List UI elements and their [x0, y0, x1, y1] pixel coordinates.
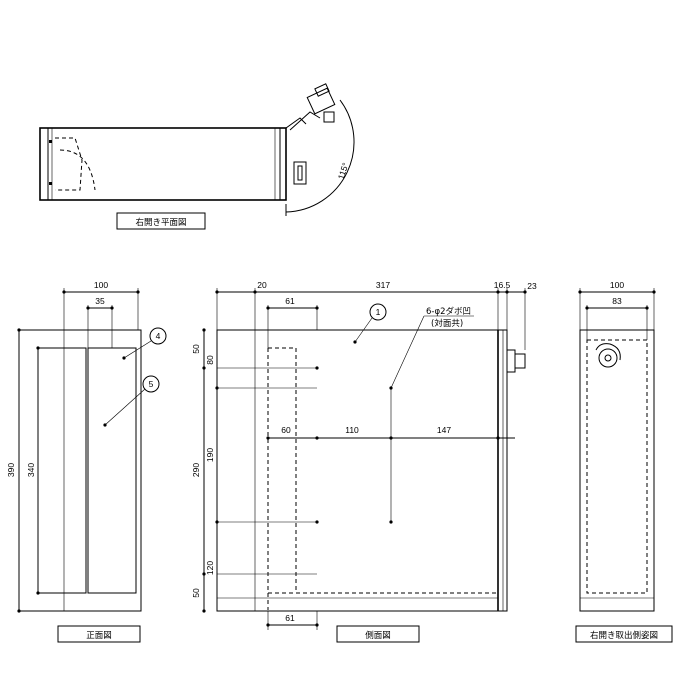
top-view-title: 右開き平面図	[135, 217, 186, 228]
open-side-view: 100 83 右開き取出側姿図	[575, 280, 673, 643]
note-line-2: (対面共)	[431, 318, 463, 329]
front-inner-dim: 35	[95, 296, 105, 306]
side-dim-50-top: 50	[191, 344, 201, 354]
angle-label: 115°	[336, 161, 351, 180]
side-dim-23: 23	[527, 281, 537, 291]
top-plan-view: 115° 右開き平面図	[39, 83, 355, 230]
side-dim-110: 110	[345, 425, 359, 435]
side-dim-317: 317	[376, 280, 390, 290]
callout-1: 1	[376, 307, 381, 317]
front-view: 100 35 390 340 4 5 正面図	[6, 280, 167, 643]
front-view-title: 正面図	[86, 631, 112, 641]
open-width-dim: 100	[610, 280, 624, 290]
open-inner-dim: 83	[612, 296, 622, 306]
front-inner-height-dim: 340	[26, 463, 36, 477]
side-dim-61-top: 61	[285, 296, 295, 306]
note-line-1: 6-φ2ダボ凹	[426, 306, 471, 317]
side-dim-190: 190	[205, 448, 215, 462]
side-dim-120: 120	[205, 561, 215, 575]
side-dim-80: 80	[205, 355, 215, 365]
side-dim-16-5: 16.5	[494, 280, 511, 290]
side-dim-60: 60	[281, 425, 291, 435]
front-height-dim: 390	[6, 463, 16, 477]
side-view-title: 側面図	[365, 630, 391, 641]
callout-5: 5	[149, 379, 154, 389]
side-dim-20: 20	[257, 280, 267, 290]
side-dim-290: 290	[191, 463, 201, 477]
open-side-view-title: 右開き取出側姿図	[590, 630, 658, 641]
side-dim-50-bottom: 50	[191, 588, 201, 598]
callout-4: 4	[156, 331, 161, 341]
front-width-dim: 100	[94, 280, 108, 290]
side-dim-61-bottom: 61	[285, 613, 295, 623]
side-view: 20 317 16.5 23 61 60 110 147 50 80 190	[191, 280, 537, 643]
side-dim-147: 147	[437, 425, 451, 435]
